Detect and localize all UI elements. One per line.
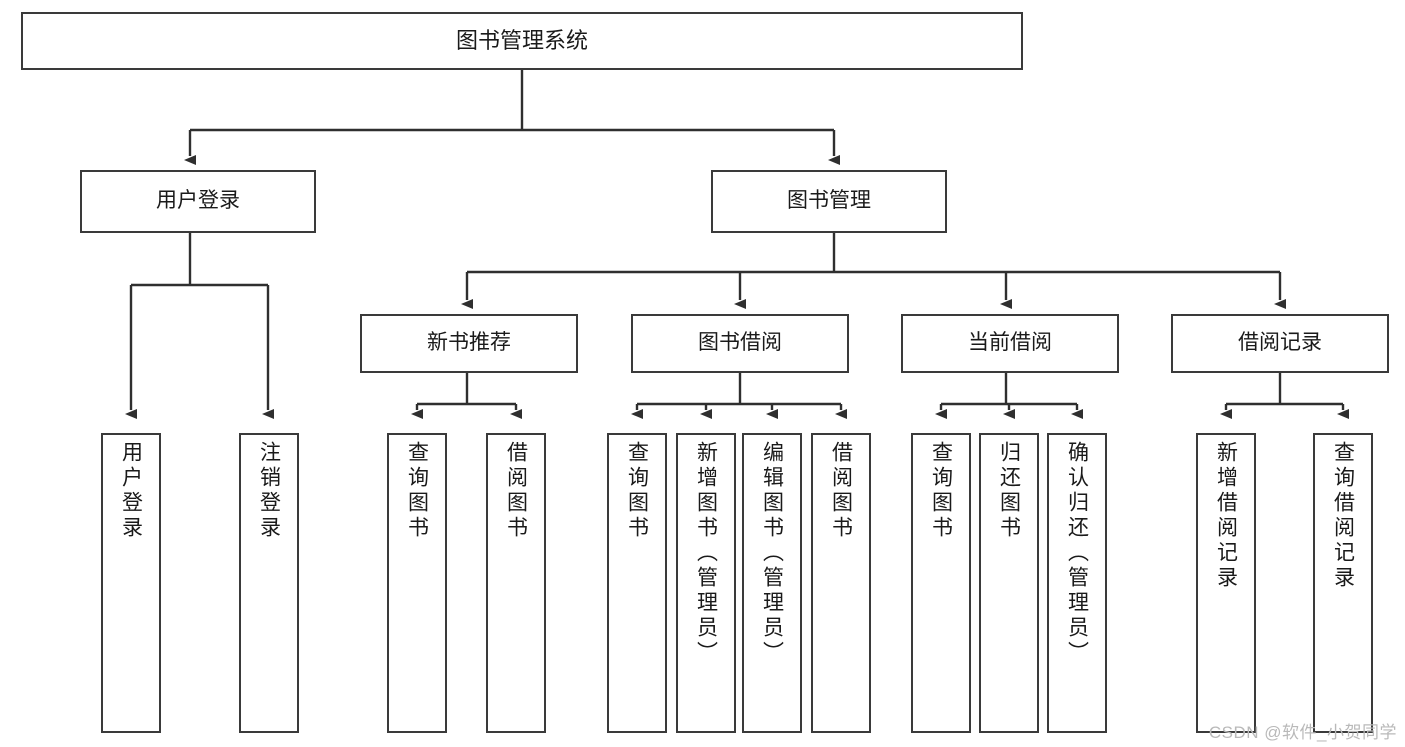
node-book-management[interactable]: 图书管理 xyxy=(711,170,947,233)
node-borrow-record[interactable]: 借阅记录 xyxy=(1171,314,1389,373)
node-current-borrow[interactable]: 当前借阅 xyxy=(901,314,1119,373)
leaf-new-book-borrow[interactable]: 借阅图书 xyxy=(486,433,546,733)
node-new-book-recommend-label: 新书推荐 xyxy=(427,331,511,355)
leaf-user-login-login-label: 用户登录 xyxy=(119,441,143,541)
node-user-login-label: 用户登录 xyxy=(156,189,240,213)
leaf-current-borrow-confirm-return-label: 确认归还（管理员） xyxy=(1065,441,1089,666)
leaf-new-book-query[interactable]: 查询图书 xyxy=(387,433,447,733)
leaf-borrow-record-query[interactable]: 查询借阅记录 xyxy=(1313,433,1373,733)
leaf-current-borrow-query[interactable]: 查询图书 xyxy=(911,433,971,733)
leaf-user-login-logout-label: 注销登录 xyxy=(257,441,281,541)
node-book-borrow[interactable]: 图书借阅 xyxy=(631,314,849,373)
node-root-book-management-system[interactable]: 图书管理系统 xyxy=(21,12,1023,70)
csdn-watermark: CSDN @软件_小贺同学 xyxy=(1208,723,1397,742)
leaf-book-borrow-add[interactable]: 新增图书（管理员） xyxy=(676,433,736,733)
leaf-book-borrow-edit[interactable]: 编辑图书（管理员） xyxy=(742,433,802,733)
leaf-current-borrow-return-label: 归还图书 xyxy=(997,441,1021,541)
node-user-login[interactable]: 用户登录 xyxy=(80,170,316,233)
node-borrow-record-label: 借阅记录 xyxy=(1238,331,1322,355)
leaf-new-book-query-label: 查询图书 xyxy=(405,441,429,541)
node-book-borrow-label: 图书借阅 xyxy=(698,331,782,355)
leaf-book-borrow-add-label: 新增图书（管理员） xyxy=(694,441,718,666)
leaf-user-login-login[interactable]: 用户登录 xyxy=(101,433,161,733)
leaf-book-borrow-query-label: 查询图书 xyxy=(625,441,649,541)
leaf-book-borrow-borrow-label: 借阅图书 xyxy=(829,441,853,541)
leaf-book-borrow-borrow[interactable]: 借阅图书 xyxy=(811,433,871,733)
leaf-borrow-record-add[interactable]: 新增借阅记录 xyxy=(1196,433,1256,733)
node-new-book-recommend[interactable]: 新书推荐 xyxy=(360,314,578,373)
leaf-book-borrow-query[interactable]: 查询图书 xyxy=(607,433,667,733)
leaf-new-book-borrow-label: 借阅图书 xyxy=(504,441,528,541)
node-book-management-label: 图书管理 xyxy=(787,189,871,213)
leaf-borrow-record-add-label: 新增借阅记录 xyxy=(1214,441,1238,591)
leaf-current-borrow-return[interactable]: 归还图书 xyxy=(979,433,1039,733)
leaf-user-login-logout[interactable]: 注销登录 xyxy=(239,433,299,733)
leaf-book-borrow-edit-label: 编辑图书（管理员） xyxy=(760,441,784,666)
leaf-borrow-record-query-label: 查询借阅记录 xyxy=(1331,441,1355,591)
leaf-current-borrow-query-label: 查询图书 xyxy=(929,441,953,541)
node-root-label: 图书管理系统 xyxy=(455,28,588,54)
node-current-borrow-label: 当前借阅 xyxy=(968,331,1052,355)
leaf-current-borrow-confirm-return[interactable]: 确认归还（管理员） xyxy=(1047,433,1107,733)
